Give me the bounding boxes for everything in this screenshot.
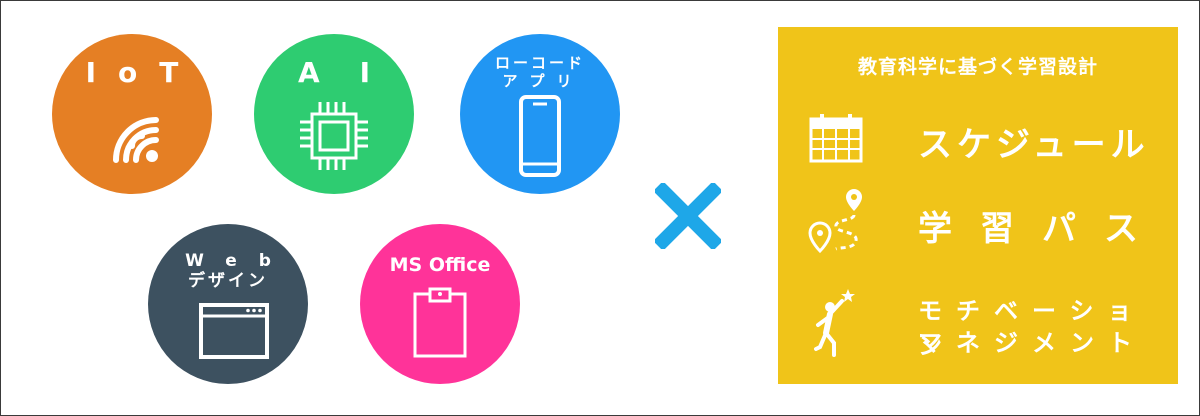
topic-ai-label: AI xyxy=(297,56,411,89)
smartphone-icon xyxy=(519,95,561,177)
panel-item-motivation: モチベーション マネジメント xyxy=(778,283,1178,363)
panel-item-schedule: スケジュール xyxy=(778,107,1178,167)
wifi-icon xyxy=(113,117,159,163)
panel-item-motivation-label-2: マネジメント xyxy=(918,329,1146,357)
panel-item-learning-path-label: 学習パス xyxy=(918,209,1166,249)
topic-ai-circle: AI xyxy=(254,34,414,194)
chip-icon xyxy=(300,102,368,170)
clipboard-icon xyxy=(413,287,467,358)
topic-lowcode-label-1: ローコード xyxy=(494,54,585,72)
topic-web-circle: Web デザイン xyxy=(148,224,308,384)
panel-item-schedule-label: スケジュール xyxy=(918,125,1150,165)
person-reaching-star-icon xyxy=(814,289,855,357)
topic-web-label-1: Web xyxy=(185,251,293,271)
topic-lowcode-circle: ローコード アプリ xyxy=(460,34,620,194)
browser-window-icon xyxy=(199,303,269,359)
route-path-icon xyxy=(808,189,862,254)
panel-item-learning-path: 学習パス xyxy=(778,185,1178,257)
topic-msoffice-circle: MS Office xyxy=(360,224,520,384)
panel-title: 教育科学に基づく学習設計 xyxy=(857,56,1098,78)
topic-lowcode-label-2: アプリ xyxy=(502,72,584,90)
panel-item-motivation-label-1: モチベーション xyxy=(918,297,1146,360)
calendar-icon xyxy=(809,114,863,163)
topic-iot-label: IoT xyxy=(85,56,201,89)
topic-iot-circle: IoT xyxy=(52,34,212,194)
learning-design-panel: 教育科学に基づく学習設計 スケジュール 学習パス xyxy=(778,27,1178,384)
multiply-icon xyxy=(655,183,721,249)
topic-msoffice-label: MS Office xyxy=(389,254,491,276)
topic-web-label-2: デザイン xyxy=(188,271,268,291)
